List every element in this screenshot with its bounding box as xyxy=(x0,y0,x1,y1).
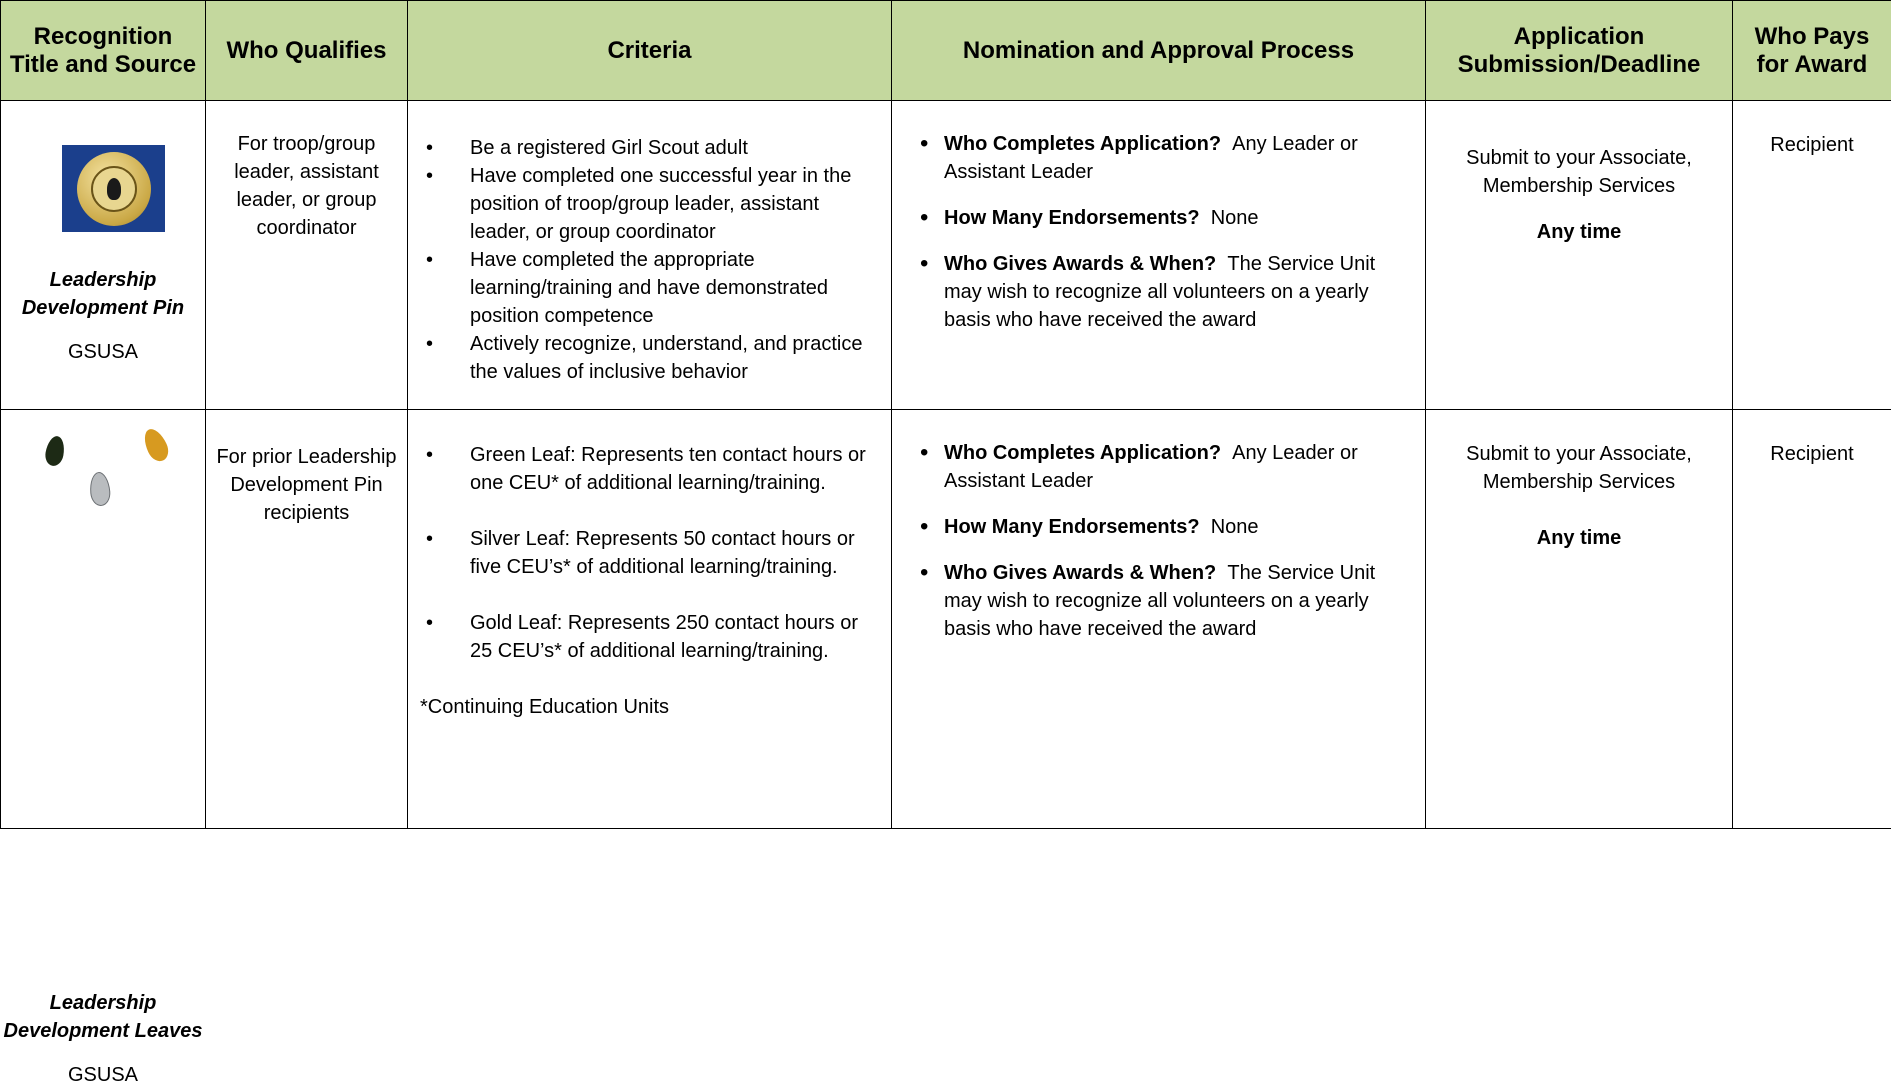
header-criteria: Criteria xyxy=(408,1,892,101)
nomination-cell: Who Completes Application? Any Leader or… xyxy=(892,410,1426,829)
criteria-item: Gold Leaf: Represents 250 contact hours … xyxy=(420,609,881,665)
header-nomination: Nomination and Approval Process xyxy=(892,1,1426,101)
award-source: GSUSA xyxy=(1,338,205,366)
table-row: Leadership Development Pin GSUSA For tro… xyxy=(1,101,1891,410)
criteria-list: Green Leaf: Represents ten contact hours… xyxy=(420,410,881,665)
nomination-list: Who Completes Application? Any Leader or… xyxy=(920,101,1407,334)
application-cell: Submit to your Associate, Membership Ser… xyxy=(1426,410,1733,829)
who-qualifies-text: For prior Leadership Development Pin rec… xyxy=(216,410,397,527)
header-title: Recognition Title and Source xyxy=(1,1,206,101)
criteria-item: Have completed the appropriate learning/… xyxy=(420,246,881,330)
nomination-question: How Many Endorsements? xyxy=(944,207,1200,229)
header-who: Who Qualifies xyxy=(206,1,408,101)
nomination-item: Who Gives Awards & When? The Service Uni… xyxy=(920,250,1407,334)
nomination-answer: None xyxy=(1211,207,1259,229)
nomination-question: Who Completes Application? xyxy=(944,442,1221,464)
criteria-item: Actively recognize, understand, and prac… xyxy=(420,330,881,386)
recognition-table: Recognition Title and Source Who Qualifi… xyxy=(0,0,1891,829)
criteria-item: Green Leaf: Represents ten contact hours… xyxy=(420,441,881,497)
nomination-question: Who Gives Awards & When? xyxy=(944,562,1216,584)
header-application: Application Submission/Deadline xyxy=(1426,1,1733,101)
criteria-item: Silver Leaf: Represents 50 contact hours… xyxy=(420,525,881,581)
header-pays: Who Pays for Award xyxy=(1733,1,1891,101)
nomination-question: How Many Endorsements? xyxy=(944,516,1200,538)
nomination-item: Who Completes Application? Any Leader or… xyxy=(920,130,1407,186)
application-cell: Submit to your Associate, Membership Ser… xyxy=(1426,101,1733,410)
criteria-list: Be a registered Girl Scout adult Have co… xyxy=(420,101,881,386)
nomination-cell: Who Completes Application? Any Leader or… xyxy=(892,101,1426,410)
who-pays-text: Recipient xyxy=(1734,102,1890,159)
application-text: Submit to your Associate, Membership Ser… xyxy=(1427,102,1731,200)
who-qualifies-cell: For prior Leadership Development Pin rec… xyxy=(206,410,408,829)
nomination-answer: None xyxy=(1211,516,1259,538)
who-pays-text: Recipient xyxy=(1734,411,1890,468)
award-source: GSUSA xyxy=(1,1061,205,1089)
who-pays-cell: Recipient xyxy=(1733,101,1891,410)
application-deadline: Any time xyxy=(1427,524,1731,552)
nomination-item: Who Completes Application? Any Leader or… xyxy=(920,439,1407,495)
who-qualifies-text: For troop/group leader, assistant leader… xyxy=(216,101,397,242)
application-deadline: Any time xyxy=(1427,218,1731,246)
header-row: Recognition Title and Source Who Qualifi… xyxy=(1,1,1891,101)
application-text: Submit to your Associate, Membership Ser… xyxy=(1427,411,1731,496)
criteria-footnote: *Continuing Education Units xyxy=(420,693,881,721)
criteria-item: Have completed one successful year in th… xyxy=(420,162,881,246)
nomination-question: Who Completes Application? xyxy=(944,133,1221,155)
leadership-pin-icon xyxy=(62,145,165,232)
nomination-item: How Many Endorsements? None xyxy=(920,204,1407,232)
who-qualifies-cell: For troop/group leader, assistant leader… xyxy=(206,101,408,410)
pin-center-icon xyxy=(91,166,137,212)
criteria-cell: Be a registered Girl Scout adult Have co… xyxy=(408,101,892,410)
nomination-question: Who Gives Awards & When? xyxy=(944,253,1216,275)
nomination-item: Who Gives Awards & When? The Service Uni… xyxy=(920,559,1407,643)
nomination-list: Who Completes Application? Any Leader or… xyxy=(920,410,1407,643)
trefoil-icon xyxy=(107,178,121,200)
pin-medallion-icon xyxy=(77,152,151,226)
nomination-item: How Many Endorsements? None xyxy=(920,513,1407,541)
table-row: Leadership Development Leaves GSUSA For … xyxy=(1,410,1891,829)
criteria-cell: Green Leaf: Represents ten contact hours… xyxy=(408,410,892,829)
title-cell: Leadership Development Leaves GSUSA xyxy=(1,410,206,829)
award-name: Leadership Development Pin xyxy=(1,266,205,322)
award-name: Leadership Development Leaves xyxy=(1,989,205,1045)
criteria-item: Be a registered Girl Scout adult xyxy=(420,134,881,162)
who-pays-cell: Recipient xyxy=(1733,410,1891,829)
